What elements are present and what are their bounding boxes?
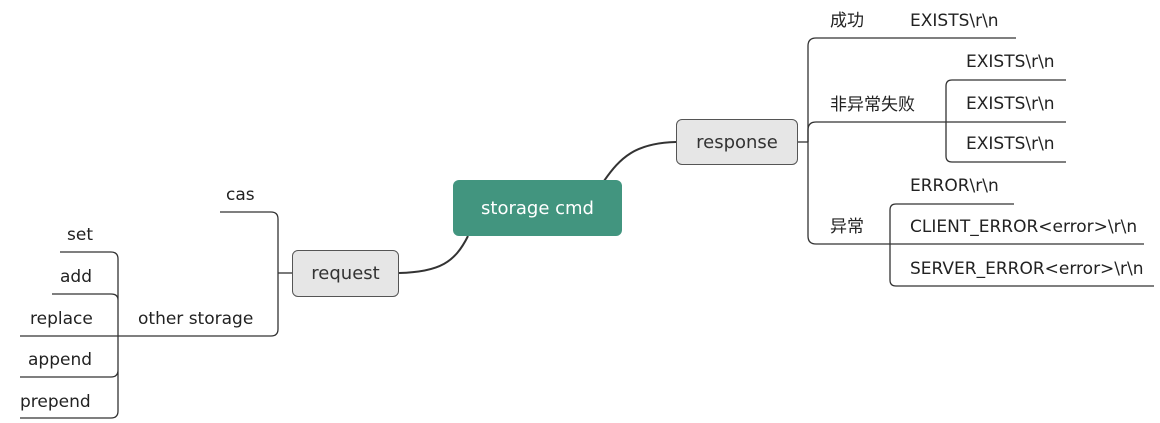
failure-result-1[interactable]: EXISTS\r\n (966, 52, 1055, 72)
nonexception-failure-label[interactable]: 非异常失败 (830, 95, 915, 115)
failure-result-3[interactable]: EXISTS\r\n (966, 134, 1055, 154)
other-storage-label[interactable]: other storage (138, 309, 254, 329)
storage-item-prepend[interactable]: prepend (20, 392, 91, 412)
request-topic-label: request (311, 263, 380, 284)
connector-request-cas (220, 211, 279, 273)
root-topic[interactable]: storage cmd (453, 180, 622, 236)
response-topic-label: response (696, 131, 778, 153)
exception-result-3[interactable]: SERVER_ERROR<error>\r\n (910, 259, 1144, 279)
storage-item-append[interactable]: append (28, 350, 93, 370)
connector-exception-leaves (880, 203, 1154, 287)
storage-item-set[interactable]: set (67, 225, 93, 245)
request-topic[interactable]: request (292, 250, 399, 297)
failure-result-2[interactable]: EXISTS\r\n (966, 94, 1055, 114)
connector-response-success (807, 37, 880, 142)
storage-item-add[interactable]: add (60, 267, 92, 287)
connector-root-response (603, 141, 677, 182)
connector-response-failure (807, 121, 932, 142)
exception-result-1[interactable]: ERROR\r\n (910, 176, 999, 196)
connector-other-leaves (20, 251, 130, 419)
connector-root-request (398, 235, 469, 274)
exception-label[interactable]: 异常 (830, 217, 864, 237)
connector-request-other (130, 273, 279, 337)
root-topic-label: storage cmd (481, 197, 594, 219)
success-result[interactable]: EXISTS\r\n (910, 11, 999, 31)
cas-label[interactable]: cas (226, 185, 255, 205)
connector-failure-leaves (932, 79, 1066, 163)
exception-result-2[interactable]: CLIENT_ERROR<error>\r\n (910, 217, 1138, 237)
connector-response-exception (807, 142, 880, 245)
storage-item-replace[interactable]: replace (30, 309, 93, 329)
response-topic[interactable]: response (676, 119, 798, 165)
success-label[interactable]: 成功 (830, 11, 864, 31)
